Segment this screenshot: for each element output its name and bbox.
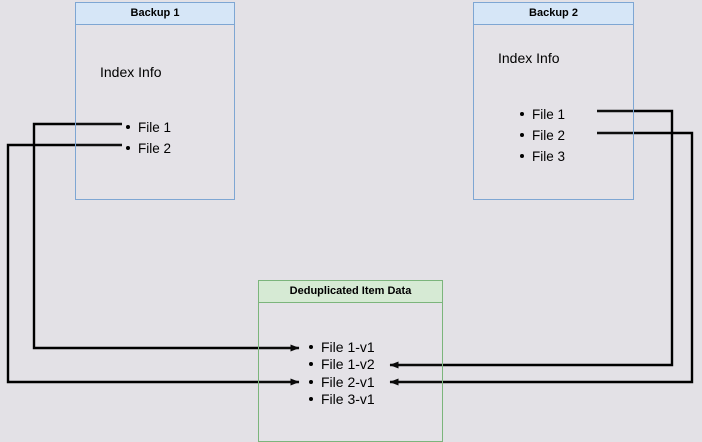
connector-backup2-file1-to-file1v2 <box>389 109 674 369</box>
list-item[interactable]: File 1-v1 <box>307 339 375 356</box>
backup-2-index-info-label: Index Info <box>498 50 560 66</box>
list-item[interactable]: File 1-v2 <box>307 356 375 373</box>
connector-backup1-file2-to-file2v1 <box>6 143 300 386</box>
list-item[interactable]: File 1 <box>124 117 171 138</box>
backup-2-file-list: File 1 File 2 File 3 <box>518 104 565 167</box>
backup-2-box[interactable]: Backup 2 Index Info File 1 File 2 File 3 <box>473 2 634 200</box>
list-item[interactable]: File 2 <box>518 125 565 146</box>
backup-1-index-info-label: Index Info <box>100 64 162 80</box>
backup-2-title: Backup 2 <box>474 3 633 25</box>
deduplicated-item-data-box[interactable]: Deduplicated Item Data File 1-v1 File 1-… <box>258 280 443 442</box>
deduplicated-item-list: File 1-v1 File 1-v2 File 2-v1 File 3-v1 <box>307 339 375 408</box>
list-item[interactable]: File 3-v1 <box>307 391 375 408</box>
backup-1-title: Backup 1 <box>76 3 234 25</box>
list-item[interactable]: File 1 <box>518 104 565 125</box>
deduplicated-item-data-title: Deduplicated Item Data <box>259 281 442 303</box>
list-item[interactable]: File 2 <box>124 138 171 159</box>
backup-1-box[interactable]: Backup 1 Index Info File 1 File 2 <box>75 2 235 200</box>
connector-backup2-file2-to-file2v1 <box>389 131 694 386</box>
connector-backup1-file1-to-file1v1 <box>32 122 300 352</box>
backup-1-file-list: File 1 File 2 <box>124 117 171 159</box>
list-item[interactable]: File 2-v1 <box>307 374 375 391</box>
list-item[interactable]: File 3 <box>518 146 565 167</box>
